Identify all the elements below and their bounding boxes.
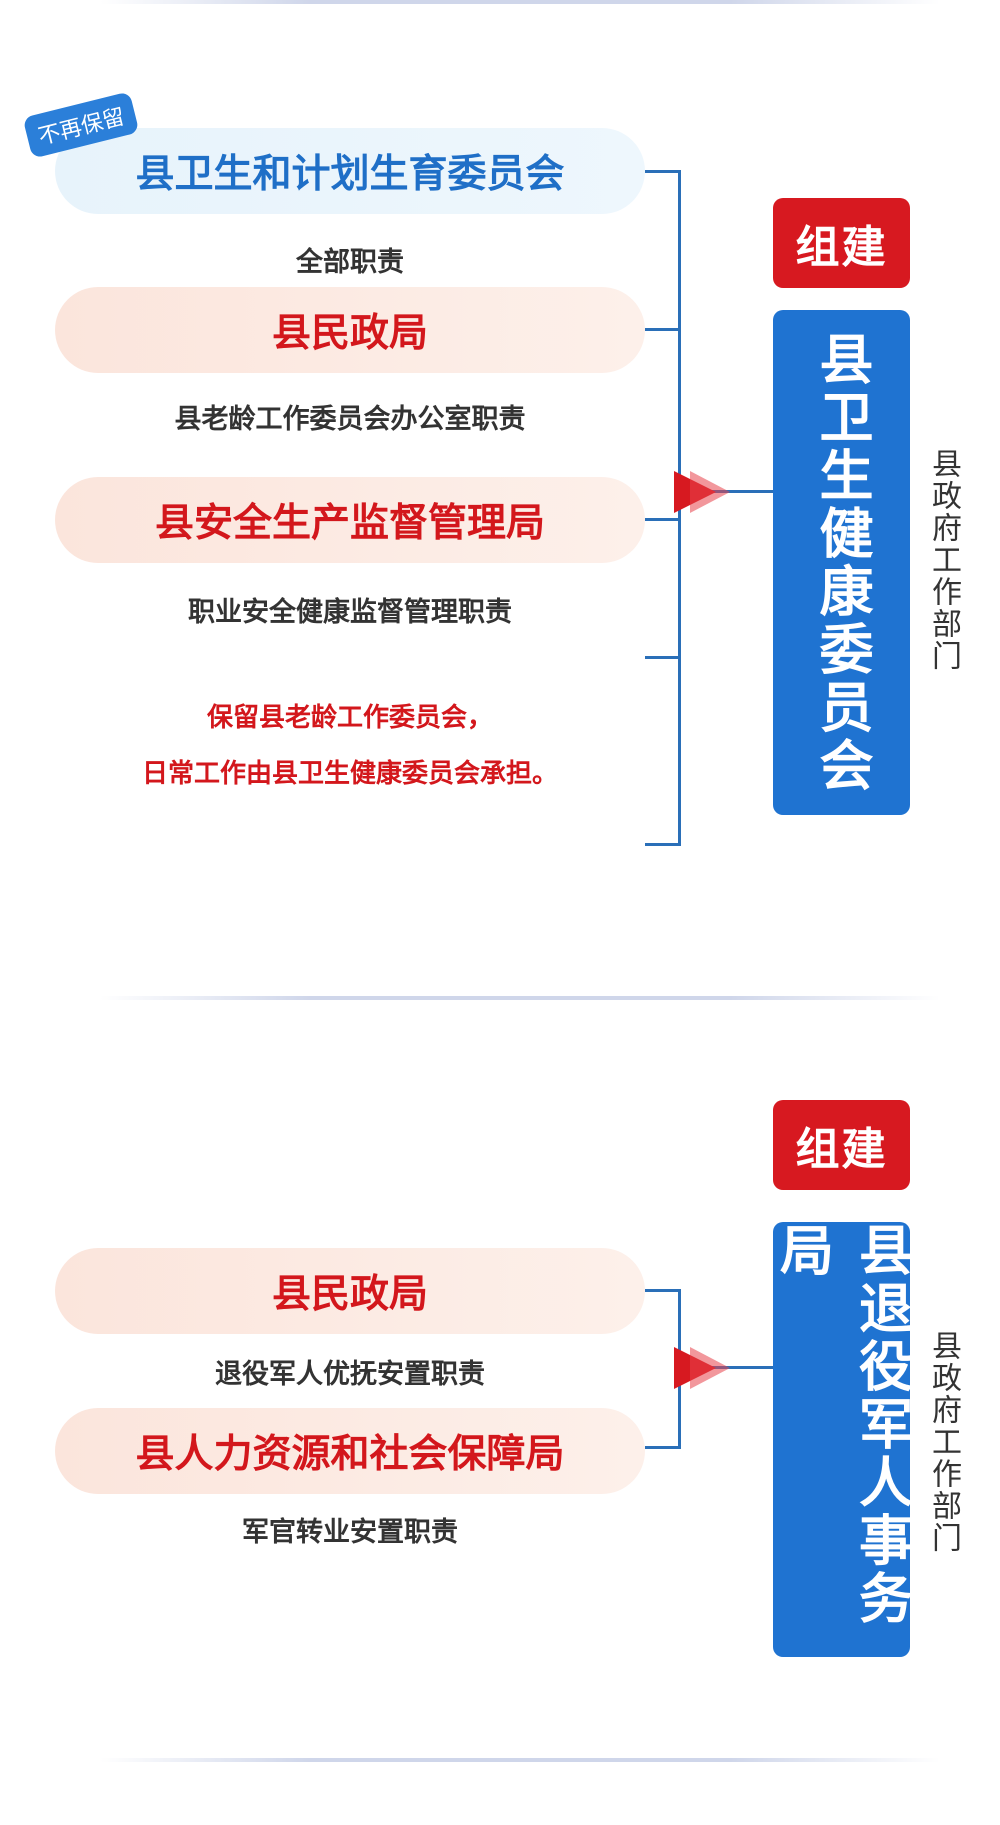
bracket-tick bbox=[645, 1446, 681, 1449]
source-work-safety: 县安全生产监督管理局 bbox=[55, 477, 645, 563]
bracket-tick bbox=[645, 328, 681, 331]
source-label: 县民政局 bbox=[271, 311, 428, 356]
bracket-tick bbox=[645, 843, 681, 846]
source-civil-affairs: 县民政局 bbox=[55, 1248, 645, 1334]
target-label: 县卫生健康委员会 bbox=[810, 330, 873, 795]
source-duty: 退役军人优抚安置职责 bbox=[215, 1359, 485, 1390]
target-health-commission: 县卫生健康委员会 bbox=[773, 310, 910, 815]
source-human-resources: 县人力资源和社会保障局 bbox=[55, 1408, 645, 1494]
source-label: 县卫生和计划生育委员会 bbox=[135, 152, 565, 197]
source-duty: 全部职责 bbox=[296, 247, 404, 278]
bracket-tick bbox=[645, 1289, 681, 1292]
middle-divider bbox=[100, 996, 940, 1000]
source-civil-affairs: 县民政局 bbox=[55, 287, 645, 373]
source-label: 县安全生产监督管理局 bbox=[154, 501, 545, 546]
bottom-divider bbox=[100, 1758, 940, 1762]
source-duty: 职业安全健康监督管理职责 bbox=[188, 597, 512, 628]
source-duty: 军官转业安置职责 bbox=[242, 1517, 458, 1548]
note-line: 日常工作由县卫生健康委员会承担。 bbox=[141, 759, 558, 789]
bracket-tick bbox=[645, 170, 681, 173]
bracket-tick bbox=[645, 656, 681, 659]
target-type-label: 县政府工作部门 bbox=[926, 1330, 961, 1554]
target-type-label: 县政府工作部门 bbox=[926, 448, 961, 672]
target-label: 县退役军人事务局 bbox=[770, 1222, 913, 1628]
source-duty: 县老龄工作委员会办公室职责 bbox=[174, 404, 526, 435]
source-label: 县人力资源和社会保障局 bbox=[135, 1432, 565, 1477]
note-line: 保留县老龄工作委员会， bbox=[206, 703, 493, 733]
arrow-right-icon bbox=[674, 1347, 730, 1389]
target-veterans-bureau: 县退役军人事务局 bbox=[771, 1222, 913, 1657]
action-label: 组建 bbox=[795, 1124, 888, 1175]
top-divider bbox=[100, 0, 940, 4]
action-form-badge: 组建 bbox=[773, 1100, 910, 1190]
source-label: 县民政局 bbox=[271, 1272, 428, 1317]
arrow-right-icon bbox=[674, 471, 730, 513]
action-label: 组建 bbox=[795, 222, 888, 273]
bracket-tick bbox=[645, 518, 681, 521]
action-form-badge: 组建 bbox=[773, 198, 910, 288]
source-health-family-planning: 县卫生和计划生育委员会 bbox=[55, 128, 645, 214]
